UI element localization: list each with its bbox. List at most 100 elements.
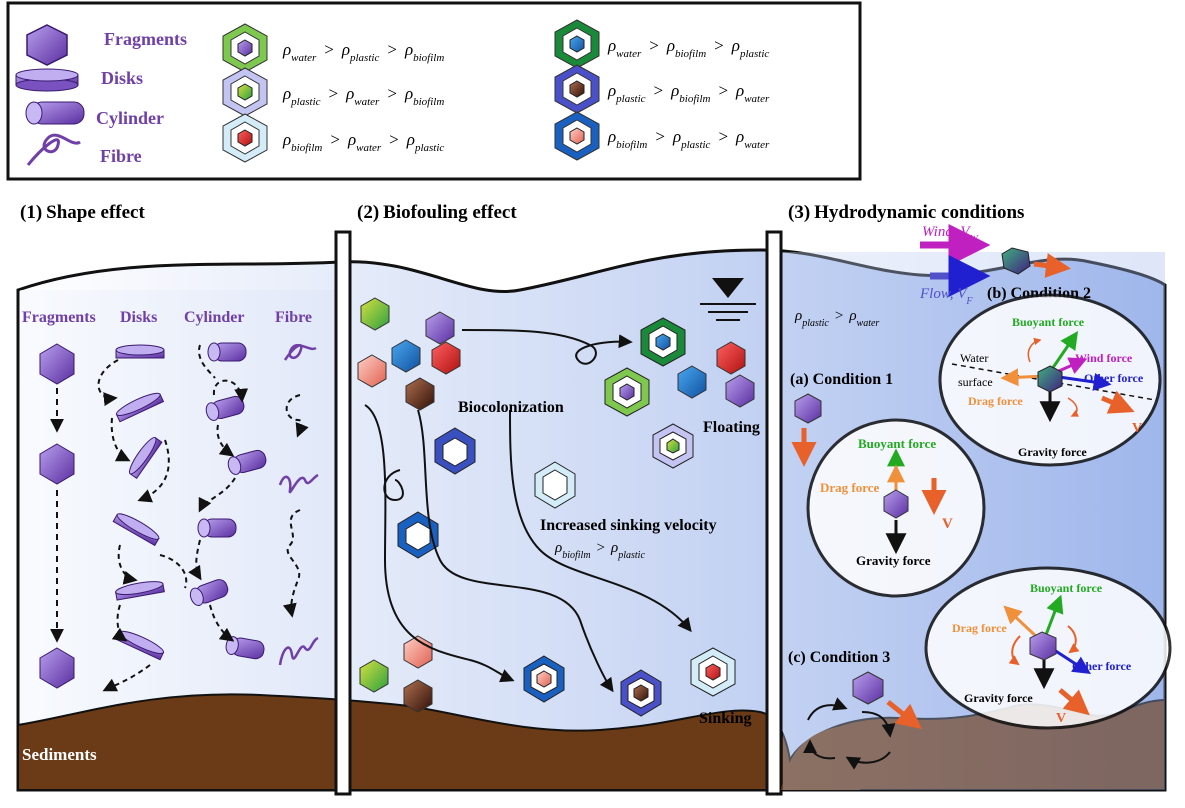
condition-1-particle [794, 393, 822, 424]
legend-hex-4 [554, 19, 600, 69]
fibre-column [278, 343, 319, 666]
cylinder-icon [25, 101, 85, 125]
svg-text:surface: surface [958, 375, 993, 389]
greater-than: > [330, 130, 340, 149]
rho: ρ [345, 84, 354, 103]
svg-text:Gravity force: Gravity force [1018, 445, 1087, 459]
density-subscript: plastic [349, 52, 379, 64]
floating-label: Floating [703, 419, 760, 436]
col-disks: Disks [120, 309, 157, 326]
biofouling-particles [357, 297, 755, 717]
density-subscript: water [354, 96, 380, 108]
svg-text:Other force: Other force [1072, 659, 1132, 673]
greater-than: > [654, 81, 664, 100]
rho: ρ [406, 130, 415, 149]
condition-3-swirl [803, 697, 896, 770]
separator-2 [765, 230, 783, 796]
rho: ρ [282, 130, 291, 149]
svg-text:Buoyant force: Buoyant force [1030, 581, 1103, 595]
greater-than: > [714, 36, 724, 55]
disk-icon [15, 68, 79, 92]
density-subscript: water [356, 142, 382, 154]
svg-text:Buoyant force: Buoyant force [858, 436, 936, 451]
fragment-icon [26, 24, 68, 66]
rho: ρ [347, 130, 356, 149]
greater-than: > [718, 81, 728, 100]
biofilm-plastic-relation: ρbiofilm>ρplastic [554, 540, 645, 561]
svg-text:V: V [942, 516, 953, 532]
density-subscript: biofilm [413, 52, 444, 64]
density-subscript: biofilm [675, 48, 706, 60]
greater-than: > [389, 130, 399, 149]
section-2-title: (2)Biofouling effect [357, 202, 517, 223]
rho: ρ [735, 127, 744, 146]
condition-3-particle [852, 671, 884, 705]
rho: ρ [731, 36, 740, 55]
greater-than: > [387, 84, 397, 103]
condition-3-label: (c) Condition 3 [788, 649, 890, 666]
svg-text:V: V [1056, 711, 1066, 726]
density-subscript: plastic [615, 93, 645, 105]
rho: ρ [341, 40, 350, 59]
svg-text:Buoyant force: Buoyant force [1012, 315, 1085, 329]
water-level-marker [700, 278, 756, 321]
density-subscript: plastic [414, 142, 444, 154]
density-order-2: ρplastic>ρwater>ρbiofilm [282, 84, 444, 108]
greater-than: > [387, 40, 397, 59]
disk-column [97, 344, 188, 692]
density-subscript: biofilm [413, 96, 444, 108]
rho: ρ [607, 36, 616, 55]
biocolonization-label: Biocolonization [458, 399, 564, 416]
panel2-trajectories [364, 329, 692, 693]
rho: ρ [670, 81, 679, 100]
svg-text:Gravity force: Gravity force [856, 553, 931, 568]
sediments-label: Sediments [22, 745, 97, 764]
legend-disks: Disks [101, 68, 143, 88]
fragment-column [39, 343, 75, 689]
legend-hex-5 [554, 64, 600, 114]
greater-than: > [655, 127, 665, 146]
svg-text:Drag force: Drag force [968, 394, 1023, 408]
sinking-label: Sinking [699, 710, 751, 727]
density-subscript: water [744, 93, 770, 105]
rho: ρ [735, 81, 744, 100]
density-order-6: ρbiofilm>ρplastic>ρwater [607, 127, 770, 151]
legend-hex-2 [222, 67, 268, 117]
rho: ρ [404, 84, 413, 103]
svg-text:Drag force: Drag force [952, 621, 1007, 635]
rho: ρ [282, 40, 291, 59]
density-order-labels: ρwater>ρplastic>ρbiofilmρplastic>ρwater>… [282, 36, 770, 154]
legend-box: Fragments Disks Cylinder Fibre [6, 1, 862, 181]
rho: ρ [672, 127, 681, 146]
greater-than: > [649, 36, 659, 55]
rho: ρ [404, 40, 413, 59]
rho: ρ [282, 84, 291, 103]
rho: ρ [607, 81, 616, 100]
wind-flow-arrows: Wind, VW Flow, VF [919, 224, 1071, 307]
greater-than: > [324, 40, 334, 59]
section-3-title: (3)Hydrodynamic conditions [788, 202, 1024, 223]
svg-text:Flow, VF: Flow, VF [919, 286, 973, 307]
svg-text:V: V [1132, 421, 1142, 436]
greater-than: > [329, 84, 339, 103]
rho: ρ [666, 36, 675, 55]
legend-hex-6 [554, 111, 600, 161]
legend-cylinder: Cylinder [96, 108, 164, 128]
density-subscript: water [744, 139, 770, 151]
density-subscript: water [616, 48, 642, 60]
increased-sinking-label: Increased sinking velocity [540, 517, 717, 534]
density-subscript: plastic [290, 96, 320, 108]
svg-text:Wind, VW: Wind, VW [922, 224, 980, 245]
col-cylinder: Cylinder [184, 309, 244, 326]
svg-text:Gravity force: Gravity force [964, 691, 1033, 705]
condition-3-circle: Buoyant force Drag force Other force Gra… [924, 566, 1172, 730]
fibre-icon [26, 133, 81, 166]
section-1-title: (1)Shape effect [20, 202, 145, 223]
density-subscript: biofilm [616, 139, 647, 151]
col-fibre: Fibre [275, 309, 312, 326]
density-order-1: ρwater>ρplastic>ρbiofilm [282, 40, 444, 64]
rho: ρ [607, 127, 616, 146]
density-subscript: plastic [739, 48, 769, 60]
density-order-3: ρbiofilm>ρwater>ρplastic [282, 130, 444, 154]
